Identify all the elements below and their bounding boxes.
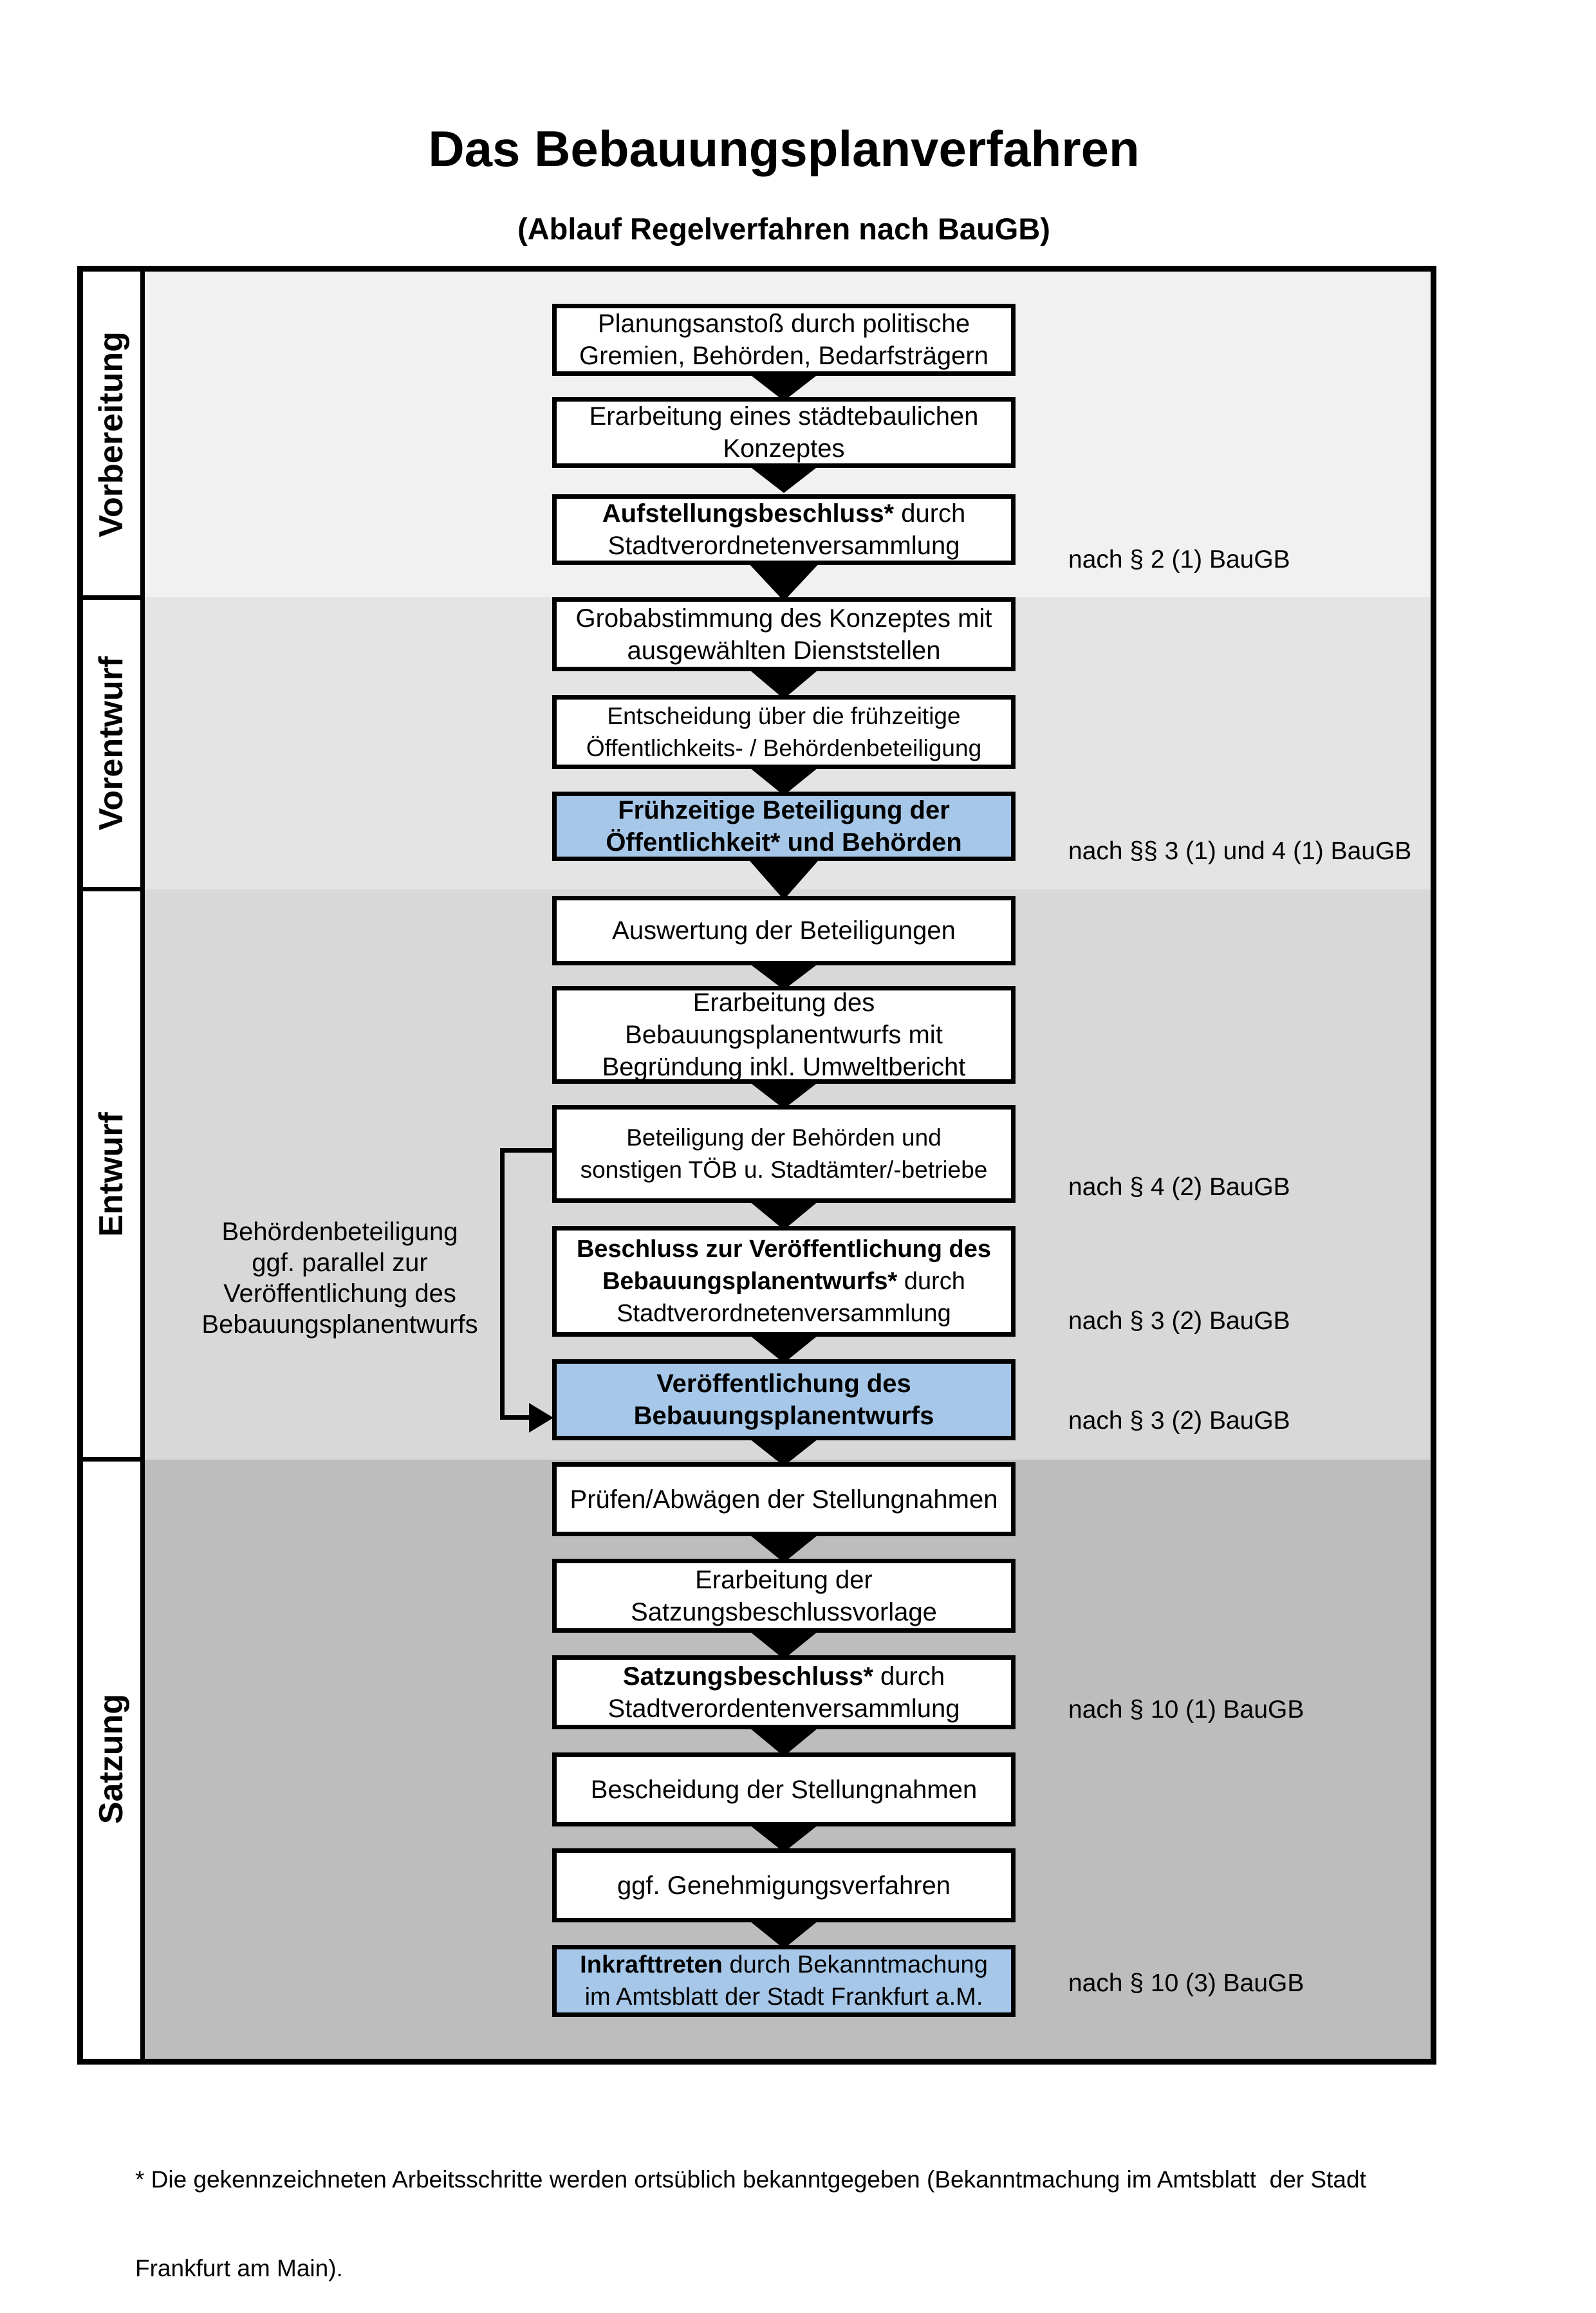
page-title: Das Bebauungsplanverfahren (428, 120, 1140, 177)
side-note-parallel-participation: Behördenbeteiligung ggf. parallel zur Ve… (192, 1216, 488, 1340)
flow-step-planungsanstoss: Planungsanstoß durch politische Gremien,… (552, 304, 1016, 376)
flow-arrow-down-8 (747, 1080, 821, 1109)
flow-arrow-down-5 (747, 765, 821, 795)
flow-arrow-down-16 (747, 1918, 821, 1949)
flow-arrow-down-10 (747, 1333, 821, 1363)
flow-arrow-down-11 (747, 1436, 821, 1466)
flow-step-veroeffentlichung-bebauungsplanentwurf: Veröffentlichung des Bebauungsplanentwur… (552, 1359, 1016, 1440)
law-ref-3: nach § 4 (2) BauGB (1068, 1173, 1290, 1201)
connector-arrowhead-icon (529, 1403, 553, 1433)
flow-step-erarbeitung-bebauungsplanentwurf: Erarbeitung des Bebauungsplanentwurfs mi… (552, 986, 1016, 1084)
law-ref-5: nach § 3 (2) BauGB (1068, 1407, 1290, 1435)
law-ref-1: nach § 2 (1) BauGB (1068, 546, 1290, 573)
flow-step-inkrafttreten: Inkrafttreten durch Bekanntmachung im Am… (552, 1945, 1016, 2017)
flow-step-satzungsbeschluss: Satzungsbeschluss* durch Stadtverordente… (552, 1655, 1016, 1729)
connector-top-segment (500, 1148, 555, 1153)
side-note-line: Bebauungsplanentwurfs (201, 1310, 478, 1339)
flow-arrow-down-7 (747, 961, 821, 990)
flow-arrow-down-13 (747, 1629, 821, 1659)
flow-step-aufstellungsbeschluss: Aufstellungsbeschluss* durch Stadtverord… (552, 494, 1016, 565)
flow-step-bescheidung-stellungnahmen: Bescheidung der Stellungnahmen (552, 1752, 1016, 1826)
flow-step-genehmigungsverfahren: ggf. Genehmigungsverfahren (552, 1848, 1016, 1922)
phase-label-satzung: Satzung (93, 1693, 130, 1825)
flow-arrow-down-15 (747, 1823, 821, 1852)
footnote-line-1: * Die gekennzeichneten Arbeitsschritte w… (135, 2166, 1366, 2193)
side-note-line: Veröffentlichung des (223, 1279, 456, 1308)
flow-step-satzungsbeschlussvorlage: Erarbeitung der Satzungsbeschlussvorlage (552, 1559, 1016, 1633)
flow-step-pruefen-abwaegen-stellungnahmen: Prüfen/Abwägen der Stellungnahmen (552, 1462, 1016, 1536)
flow-arrow-down-14 (747, 1725, 821, 1756)
flow-step-beteiligung-behoerden-toeb: Beteiligung der Behörden und sonstigen T… (552, 1105, 1016, 1203)
law-ref-6: nach § 10 (1) BauGB (1068, 1696, 1304, 1723)
law-ref-7: nach § 10 (3) BauGB (1068, 1969, 1304, 1997)
flow-step-beschluss-veroeffentlichung: Beschluss zur Veröffentlichung des Bebau… (552, 1226, 1016, 1337)
flow-step-fruehzeitige-beteiligung: Frühzeitige Beteiligung der Öffentlichke… (552, 792, 1016, 861)
phase-label-entwurf: Entwurf (93, 1112, 130, 1237)
side-note-line: ggf. parallel zur (252, 1249, 428, 1277)
phase-separator-2 (83, 887, 145, 891)
phase-separator-3 (83, 1457, 145, 1462)
footnote: * Die gekennzeichneten Arbeitsschritte w… (135, 2106, 1512, 2313)
flow-arrow-down-2 (747, 464, 821, 493)
flow-arrow-down-4 (747, 667, 821, 699)
label-column-divider (140, 272, 145, 2059)
connector-bottom-segment (500, 1415, 532, 1420)
flow-arrow-down-12 (747, 1532, 821, 1563)
flow-step-staedtebauliches-konzept: Erarbeitung eines städtebaulichen Konzep… (552, 397, 1016, 468)
phase-separator-1 (83, 595, 145, 600)
phase-label-vorentwurf: Vorentwurf (93, 656, 130, 831)
flow-step-auswertung-beteiligungen: Auswertung der Beteiligungen (552, 896, 1016, 965)
flow-arrow-down-1 (747, 372, 821, 401)
page-subtitle: (Ablauf Regelverfahren nach BauGB) (517, 212, 1050, 246)
flow-step-grobabstimmung: Grobabstimmung des Konzeptes mit ausgewä… (552, 597, 1016, 671)
law-ref-4: nach § 3 (2) BauGB (1068, 1307, 1290, 1335)
connector-vertical-segment (500, 1148, 505, 1420)
flow-step-entscheidung-fruehzeitige-beteiligung: Entscheidung über die frühzeitige Öffent… (552, 695, 1016, 769)
flow-arrow-down-6 (747, 857, 821, 900)
flow-arrow-down-3 (747, 561, 821, 601)
flow-arrow-down-9 (747, 1199, 821, 1230)
law-ref-2: nach §§ 3 (1) und 4 (1) BauGB (1068, 837, 1412, 865)
footnote-line-2: Frankfurt am Main). (135, 2255, 343, 2281)
side-note-line: Behördenbeteiligung (221, 1218, 458, 1246)
